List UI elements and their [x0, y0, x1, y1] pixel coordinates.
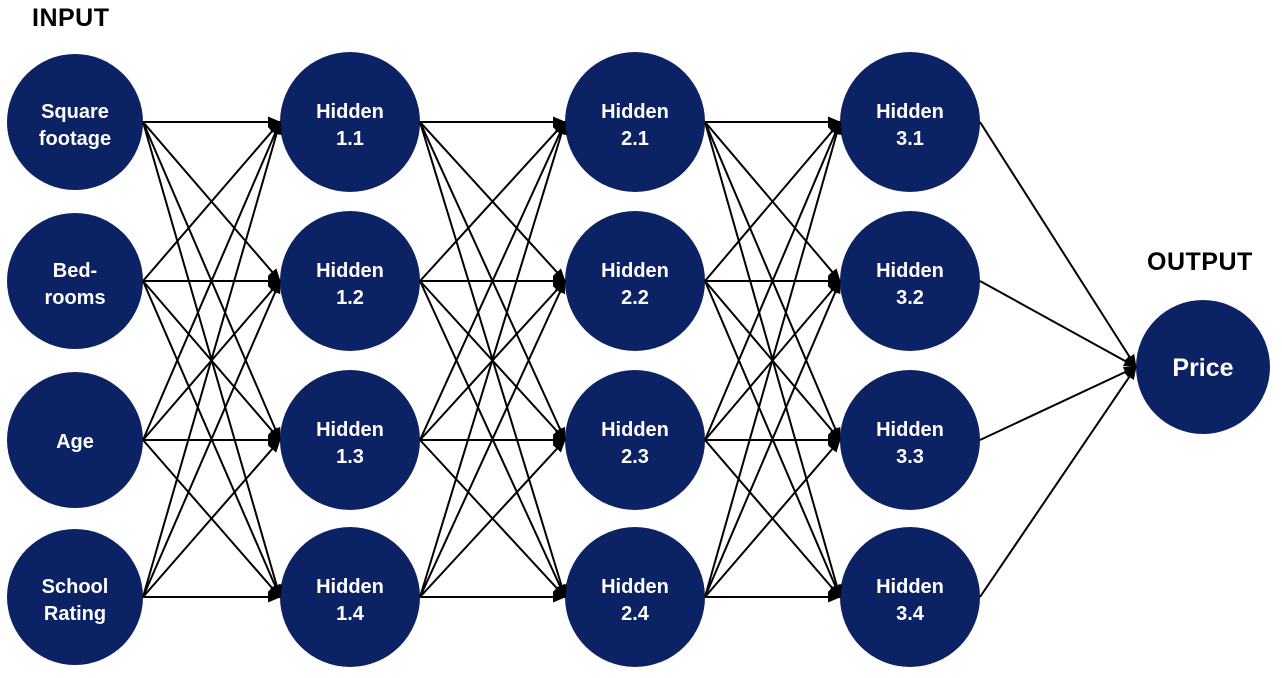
edge: [419, 439, 566, 598]
edge: [142, 439, 281, 598]
node-hidden-1-3: [280, 370, 420, 510]
node-hidden-2-4: [565, 527, 705, 667]
node-hidden-3-3: [840, 370, 980, 510]
node-input-square-footage: [7, 54, 143, 190]
node-hidden-3-4: [840, 527, 980, 667]
node-label-output-price: Price: [1172, 354, 1233, 382]
edge: [704, 121, 841, 441]
node-input-school-rating: [7, 529, 143, 665]
output-heading: OUTPUT: [1147, 248, 1253, 276]
node-hidden-3-2: [840, 211, 980, 351]
node-hidden-2-1: [565, 52, 705, 192]
node-hidden-3-1: [840, 52, 980, 192]
node-label-input-bedrooms: Bed-rooms: [44, 260, 105, 309]
node-input-bedrooms: [7, 213, 143, 349]
edge: [142, 121, 282, 598]
input-heading: INPUT: [32, 4, 110, 32]
edge: [979, 121, 1137, 368]
edges: [142, 116, 1137, 603]
edge: [704, 439, 841, 598]
edge: [419, 121, 567, 598]
edge: [142, 280, 281, 598]
node-hidden-2-2: [565, 211, 705, 351]
edge: [704, 280, 841, 598]
node-hidden-2-3: [565, 370, 705, 510]
edge: [704, 121, 841, 282]
node-hidden-1-4: [280, 527, 420, 667]
edge: [979, 280, 1137, 368]
edge: [979, 366, 1137, 598]
edge: [419, 280, 566, 598]
edge: [704, 121, 843, 598]
edge: [142, 121, 281, 441]
node-hidden-1-1: [280, 52, 420, 192]
edge: [979, 366, 1137, 441]
edge: [142, 121, 281, 282]
node-hidden-1-2: [280, 211, 420, 351]
edge: [419, 121, 566, 441]
node-circles: [7, 52, 1270, 667]
edge: [419, 121, 566, 282]
node-output-price: [1136, 300, 1270, 434]
node-input-age: [7, 372, 143, 508]
node-label-input-age: Age: [56, 431, 94, 453]
